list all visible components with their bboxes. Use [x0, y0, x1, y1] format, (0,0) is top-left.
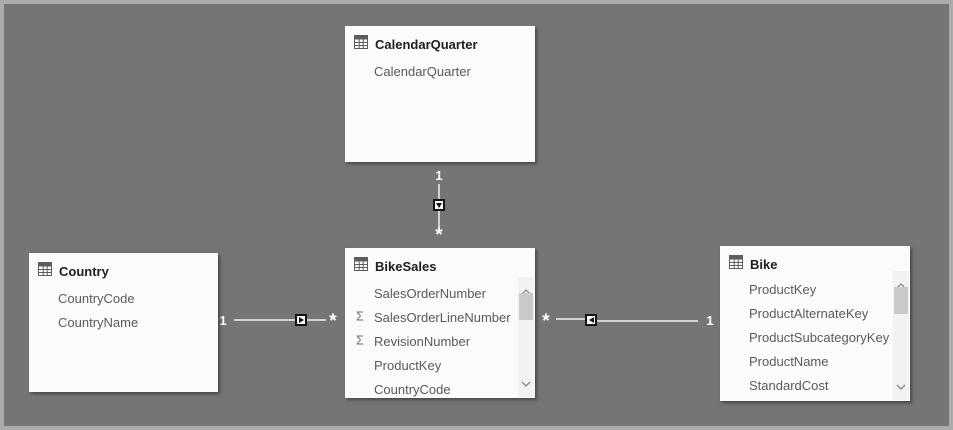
- cardinality-many-label: *: [435, 225, 443, 246]
- table-title: Bike: [750, 257, 778, 272]
- field-row[interactable]: Σ SalesOrderLineNumber: [356, 309, 511, 325]
- table-header[interactable]: BikeSales: [354, 257, 436, 276]
- sigma-icon: Σ: [356, 309, 364, 324]
- scrollbar-thumb[interactable]: [894, 287, 908, 314]
- table-grid-icon: [354, 35, 368, 54]
- field-list: CalendarQuarter: [345, 59, 535, 83]
- field-list: SalesOrderNumber Σ SalesOrderLineNumber …: [345, 281, 535, 401]
- field-row[interactable]: ProductKey: [749, 281, 817, 297]
- scroll-up-icon[interactable]: [896, 276, 906, 294]
- table-grid-icon: [354, 257, 368, 276]
- field-row[interactable]: ProductKey: [374, 357, 442, 373]
- cross-filter-arrow-box: [585, 314, 597, 326]
- field-row[interactable]: CalendarQuarter: [374, 63, 471, 79]
- field-row[interactable]: CountryName: [58, 314, 139, 330]
- arrow-right-icon: [298, 317, 304, 323]
- cardinality-one-label: 1: [435, 168, 443, 183]
- field-row[interactable]: CountryCode: [58, 290, 135, 306]
- table-header[interactable]: CalendarQuarter: [354, 35, 478, 54]
- table-card-calendarquarter[interactable]: CalendarQuarter CalendarQuarter: [345, 26, 535, 162]
- arrow-down-icon: [436, 202, 442, 208]
- field-row[interactable]: StandardCost: [749, 377, 829, 393]
- relationship-line[interactable]: [593, 320, 698, 322]
- table-title: Country: [59, 264, 109, 279]
- field-row[interactable]: ProductSubcategoryKey: [749, 329, 890, 345]
- table-grid-icon: [729, 255, 743, 274]
- table-card-bike[interactable]: Bike ProductKey ProductAlternateKey Prod…: [720, 246, 910, 401]
- field-row[interactable]: CountryCode: [374, 381, 451, 397]
- table-header[interactable]: Bike: [729, 255, 777, 274]
- scroll-down-icon[interactable]: [896, 377, 906, 395]
- field-row[interactable]: Σ RevisionNumber: [356, 333, 471, 349]
- field-row[interactable]: ProductName: [749, 353, 829, 369]
- cardinality-one-label: 1: [219, 313, 227, 328]
- sigma-icon: Σ: [356, 333, 364, 348]
- table-title: BikeSales: [375, 259, 437, 274]
- vertical-scrollbar[interactable]: [893, 271, 909, 400]
- table-grid-icon: [38, 262, 52, 281]
- cross-filter-arrow-box: [295, 314, 307, 326]
- relationship-line[interactable]: [556, 318, 593, 320]
- field-row[interactable]: ProductAlternateKey: [749, 305, 869, 321]
- scroll-down-icon[interactable]: [521, 374, 531, 392]
- table-card-bikesales[interactable]: BikeSales SalesOrderNumber Σ SalesOrderL…: [345, 248, 535, 398]
- table-title: CalendarQuarter: [375, 37, 478, 52]
- cardinality-one-label: 1: [706, 313, 714, 328]
- scrollbar-thumb[interactable]: [519, 293, 533, 320]
- cardinality-many-label: *: [329, 311, 337, 332]
- field-list: CountryCode CountryName: [29, 286, 218, 334]
- field-list: ProductKey ProductAlternateKey ProductSu…: [720, 277, 910, 397]
- arrow-left-icon: [588, 317, 594, 323]
- cross-filter-arrow-box: [433, 199, 445, 211]
- field-row[interactable]: SalesOrderNumber: [374, 285, 486, 301]
- table-card-country[interactable]: Country CountryCode CountryName: [29, 253, 218, 392]
- vertical-scrollbar[interactable]: [518, 277, 534, 397]
- cardinality-many-label: *: [542, 311, 550, 332]
- relationship-line[interactable]: [234, 319, 326, 321]
- scroll-up-icon[interactable]: [521, 282, 531, 300]
- table-header[interactable]: Country: [38, 262, 109, 281]
